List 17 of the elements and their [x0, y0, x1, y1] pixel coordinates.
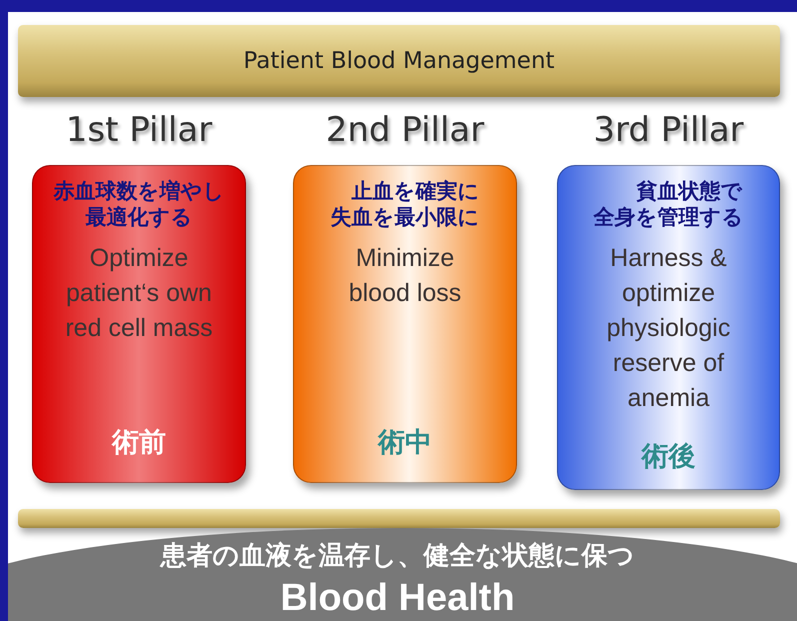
surgical-phase: 術中 — [376, 426, 433, 460]
banner-slogan: Blood Health — [279, 577, 516, 620]
surgical-phase: 術後 — [640, 440, 696, 474]
surgical-phase: 術前 — [110, 426, 167, 460]
pillar-description: Optimize patient‘s own red cell mass — [64, 242, 214, 344]
pillar-heading: 2nd Pillar — [324, 110, 486, 150]
title-banner — [18, 25, 780, 97]
banner-bar — [18, 509, 780, 528]
pillar-goal: 止血を確実に失血を最小限に — [330, 178, 480, 230]
banner-title: Patient Blood Management — [243, 48, 555, 74]
pillar-description: Harness & optimize physiologic reserve of anemia — [606, 242, 732, 414]
pillar-goal: 貧血状態で全身を管理する — [593, 178, 744, 230]
pillar-description: Minimize blood loss — [348, 242, 462, 308]
pillar-heading: 1st Pillar — [64, 110, 214, 150]
banner-subtitle: 患者の血液を温存し、健全な状態に保つ — [158, 540, 636, 573]
pillar-heading: 3rd Pillar — [592, 110, 745, 150]
pillar-goal: 赤血球数を増やし最適化する — [53, 178, 225, 230]
